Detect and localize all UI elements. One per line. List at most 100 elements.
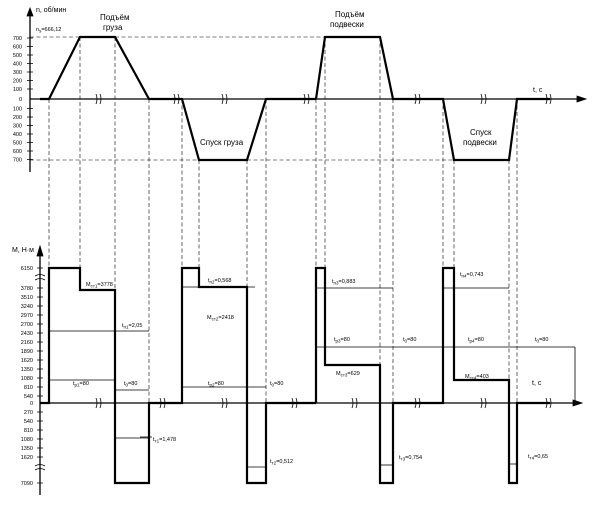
torque-tick-neg810: 810 bbox=[24, 428, 33, 434]
torque-tick-0: 0 bbox=[30, 401, 33, 407]
label-tt4: tт4=0,65 bbox=[528, 454, 548, 461]
torque-axis-break-2 bbox=[159, 397, 166, 409]
dimension-lines bbox=[48, 286, 576, 468]
speed-tick-neg700: 700 bbox=[13, 158, 22, 164]
torque-tick-6150: 6150 bbox=[21, 266, 33, 272]
label-mst4: Mст4=403 bbox=[465, 374, 489, 381]
torque-graph: M, Н·м t, c 6150 3780 3510 3240 2970 270… bbox=[12, 244, 584, 495]
speed-tick-500: 500 bbox=[13, 53, 22, 59]
label-tp4-duration: tп4=0,743 bbox=[460, 272, 483, 279]
speed-axis-break-7 bbox=[545, 93, 552, 105]
label-t0-2: t0=80 bbox=[270, 381, 283, 388]
torque-scale-break-top bbox=[34, 274, 46, 281]
speed-profile-lower-hook bbox=[440, 97, 550, 162]
speed-axis-break-3 bbox=[221, 93, 228, 105]
label-tp1: tр1=80 bbox=[73, 381, 89, 388]
label-tt3: tт3=0,754 bbox=[399, 455, 422, 462]
torque-tick-neg7090: 7090 bbox=[21, 481, 33, 487]
speed-tick-700: 700 bbox=[13, 36, 22, 42]
label-t0-1: t0=80 bbox=[124, 381, 137, 388]
speed-axis-break-2 bbox=[173, 93, 180, 105]
torque-profile-hoist-load bbox=[40, 266, 170, 485]
speed-tick-100: 100 bbox=[13, 87, 22, 93]
phase-label-lower-load: Спуск груза bbox=[200, 138, 244, 147]
speed-y-arrow bbox=[26, 6, 34, 17]
torque-axis-break-6 bbox=[414, 397, 421, 409]
phase-label-hoist-hook-2: подвески bbox=[330, 20, 364, 29]
dim-tp1-duration bbox=[48, 328, 149, 334]
speed-tick-marks bbox=[27, 37, 33, 160]
speed-tick-200: 200 bbox=[13, 79, 22, 85]
label-t0-3: t0=80 bbox=[403, 337, 416, 344]
speed-profile-hoist-hook bbox=[314, 35, 440, 101]
torque-tick-1890: 1890 bbox=[21, 349, 33, 355]
torque-tick-1080: 1080 bbox=[21, 376, 33, 382]
vertical-guides bbox=[48, 37, 518, 403]
torque-profile-lower-load bbox=[170, 266, 316, 485]
torque-ticks: 6150 3780 3510 3240 2970 2700 2430 2160 … bbox=[21, 266, 46, 487]
torque-tick-1620: 1620 bbox=[21, 358, 33, 364]
speed-tick-300: 300 bbox=[13, 70, 22, 76]
torque-profile-lower-hook bbox=[440, 266, 550, 485]
phase-label-lower-hook-1: Спуск bbox=[470, 128, 492, 137]
torque-tick-neg540: 540 bbox=[24, 419, 33, 425]
speed-tick-0: 0 bbox=[19, 97, 22, 103]
speed-tick-neg500: 500 bbox=[13, 141, 22, 147]
torque-tick-neg1620: 1620 bbox=[21, 455, 33, 461]
label-tt2: tт2=0,512 bbox=[270, 459, 293, 466]
label-tp2-duration: tп2=0,568 bbox=[208, 278, 231, 285]
speed-profile-hoist-load bbox=[40, 35, 170, 101]
label-tp3-duration: tп3=0,883 bbox=[332, 279, 355, 286]
speed-axis-title: n, об/мин bbox=[36, 6, 66, 14]
phase-label-hoist-hook-1: Подъём bbox=[335, 10, 364, 19]
torque-time-arrow bbox=[572, 399, 584, 407]
torque-tick-540: 540 bbox=[24, 394, 33, 400]
speed-tick-neg600: 600 bbox=[13, 149, 22, 155]
phase-label-hoist-load-1: Подъём bbox=[100, 13, 129, 22]
torque-tick-3510: 3510 bbox=[21, 295, 33, 301]
label-tp2: tр2=80 bbox=[208, 381, 224, 388]
speed-profile-lower-load bbox=[170, 97, 316, 162]
speed-ticks: 700 600 500 400 300 200 100 0 100 200 30… bbox=[13, 36, 33, 164]
torque-axis-title: M, Н·м bbox=[12, 247, 34, 254]
torque-axis-break-5 bbox=[351, 397, 358, 409]
torque-time-label: t, c bbox=[532, 380, 542, 387]
torque-scale-break-bottom bbox=[34, 464, 46, 471]
torque-tick-2160: 2160 bbox=[21, 340, 33, 346]
torque-tick-neg1080: 1080 bbox=[21, 437, 33, 443]
speed-axis-break-4 bbox=[303, 93, 310, 105]
label-tt1: tт1=1,478 bbox=[153, 437, 176, 444]
speed-tick-neg300: 300 bbox=[13, 124, 22, 130]
torque-axis-break-3 bbox=[221, 397, 228, 409]
speed-axis-break-5 bbox=[414, 93, 421, 105]
speed-tick-neg200: 200 bbox=[13, 115, 22, 121]
torque-tick-3240: 3240 bbox=[21, 304, 33, 310]
torque-axis-break-4 bbox=[291, 397, 298, 409]
torque-tick-810: 810 bbox=[24, 385, 33, 391]
torque-tick-marks bbox=[37, 267, 43, 484]
torque-axis-break-7 bbox=[480, 397, 487, 409]
torque-profile-hoist-hook bbox=[314, 266, 440, 485]
speed-axis-break-1 bbox=[95, 93, 102, 105]
label-mst3: Mст3=629 bbox=[336, 371, 360, 378]
torque-tick-2970: 2970 bbox=[21, 313, 33, 319]
speed-tick-neg400: 400 bbox=[13, 132, 22, 138]
speed-tick-600: 600 bbox=[13, 45, 22, 51]
label-t0-4: t0=80 bbox=[535, 337, 548, 344]
torque-tick-2700: 2700 bbox=[21, 322, 33, 328]
torque-tick-neg1350: 1350 bbox=[21, 446, 33, 452]
label-mst2: Mст2=2418 bbox=[207, 315, 234, 322]
torque-tick-3780: 3780 bbox=[21, 286, 33, 292]
speed-graph: 700 600 500 400 300 200 100 0 100 200 30… bbox=[13, 6, 588, 172]
speed-time-arrow bbox=[576, 95, 588, 103]
ns-label: ns=666,12 bbox=[36, 27, 61, 34]
label-mst1: Mст1=3778 bbox=[86, 282, 113, 289]
torque-y-arrow bbox=[36, 244, 44, 257]
label-tp1-duration: tп1=2,05 bbox=[122, 323, 142, 330]
phase-label-lower-hook-2: подвески bbox=[463, 138, 497, 147]
torque-axis-break-8 bbox=[545, 397, 552, 409]
speed-time-label: t, c bbox=[533, 87, 543, 94]
speed-tick-neg100: 100 bbox=[13, 107, 22, 113]
